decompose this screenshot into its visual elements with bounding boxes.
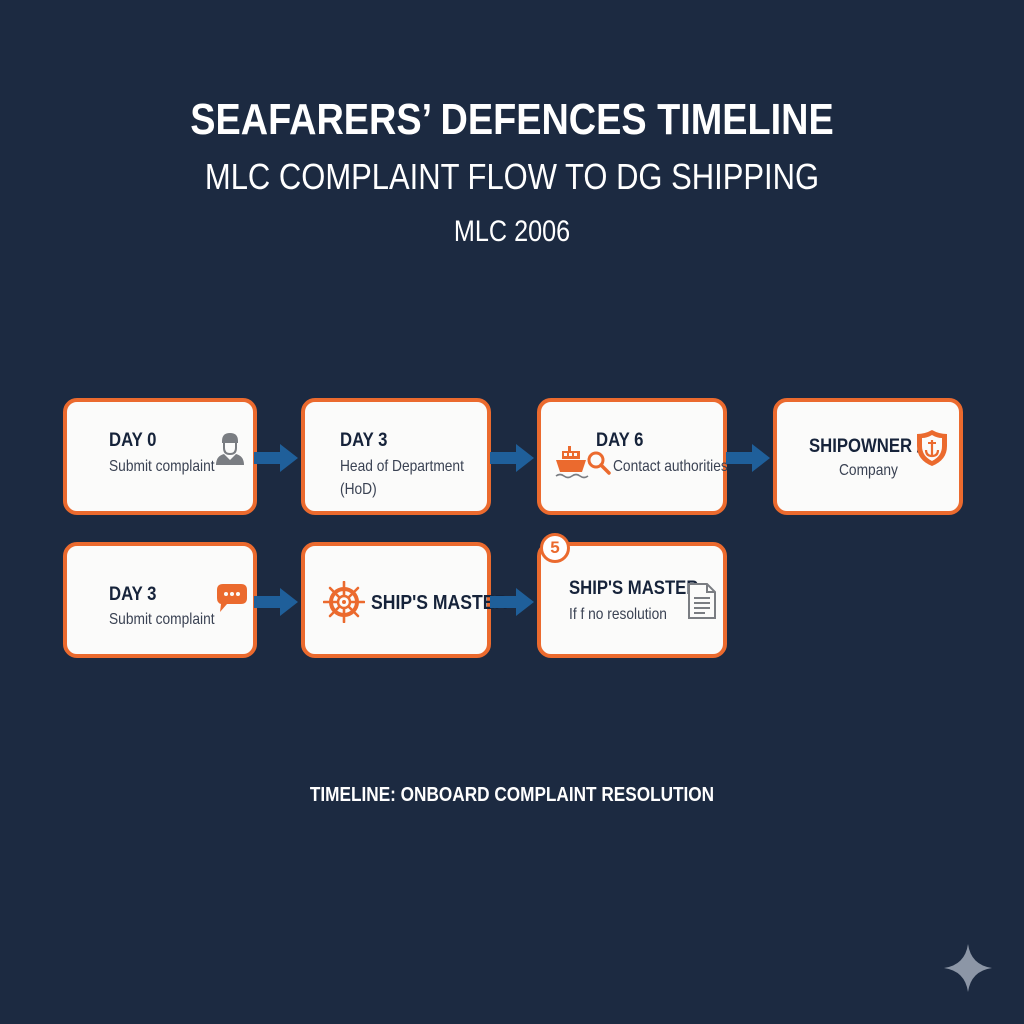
document-icon — [687, 582, 717, 620]
sparkle-icon — [942, 942, 994, 994]
step-day-label: DAY 3 — [340, 430, 388, 451]
ship-search-icon — [554, 444, 614, 482]
chat-bubble-icon — [215, 582, 249, 614]
page-tagline: MLC 2006 — [453, 215, 571, 248]
step-description: Head of Department — [340, 458, 464, 475]
step-description: If f no resolution — [569, 606, 667, 623]
step-card-ships-master-escalation: SHIP'S MASTER If f no resolution — [537, 542, 727, 658]
step-card-day3-submit: DAY 3 Submit complaint — [63, 542, 257, 658]
person-icon — [213, 430, 247, 466]
step-title: SHIP'S MASTER — [569, 578, 699, 599]
step-description: Submit complaint — [109, 611, 215, 628]
step-card-ships-master: SHIP'S MASTER — [301, 542, 507, 658]
footer-caption: TIMELINE: ONBOARD COMPLAINT RESOLUTION — [309, 784, 715, 806]
flow-arrow — [254, 586, 300, 618]
ship-wheel-icon — [323, 581, 365, 623]
step-card-shipowner: SHIPOWNER / Company — [773, 398, 963, 515]
step-title: SHIPOWNER / — [809, 436, 922, 457]
step-day-label: DAY 6 — [596, 430, 644, 451]
step-description: Company — [839, 462, 898, 479]
anchor-shield-icon — [915, 428, 949, 468]
flow-arrow — [726, 442, 772, 474]
step-description-line2: (HoD) — [340, 481, 377, 498]
flow-arrow — [490, 442, 536, 474]
page-title: SEAFARERS’ DEFENCES TIMELINE — [190, 95, 834, 144]
step-number-badge: 5 — [540, 533, 570, 563]
step-description: Contact authorities — [613, 458, 728, 475]
step-card-day0: DAY 0 Submit complaint — [63, 398, 257, 515]
step-day-label: DAY 0 — [109, 430, 157, 451]
page-subtitle: MLC COMPLAINT FLOW TO DG SHIPPING — [204, 156, 820, 197]
step-title: SHIP'S MASTER — [371, 592, 508, 614]
step-card-day6: DAY 6 Contact authorities — [537, 398, 728, 515]
step-description: Submit complaint — [109, 458, 215, 475]
step-card-day3-hod: DAY 3 Head of Department (HoD) — [301, 398, 491, 515]
step-day-label: DAY 3 — [109, 584, 157, 605]
flow-arrow — [254, 442, 300, 474]
flow-arrow — [490, 586, 536, 618]
